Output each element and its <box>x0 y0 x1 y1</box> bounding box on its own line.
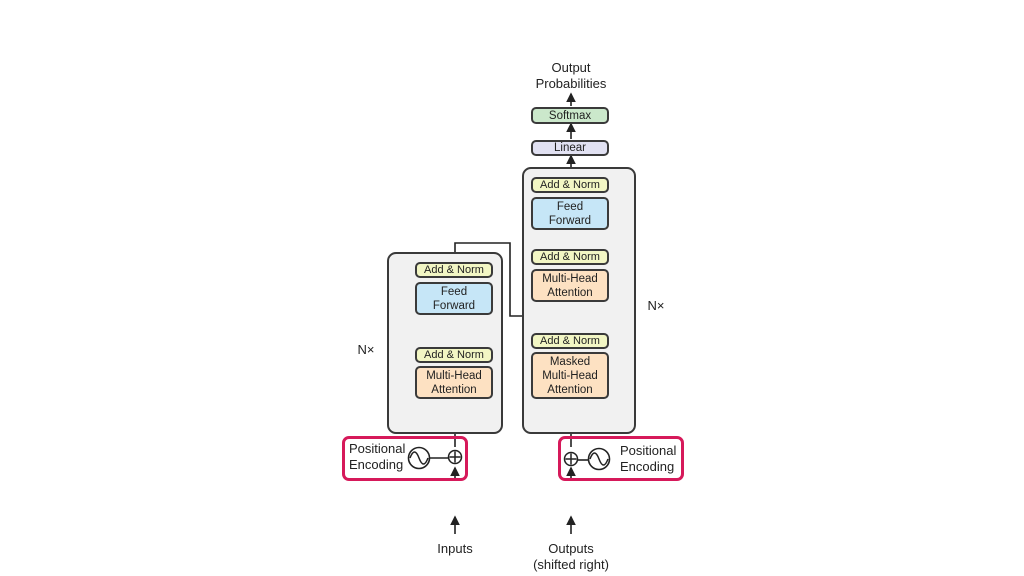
plus-circle-icon <box>447 449 463 465</box>
sine-wave-icon <box>407 446 431 470</box>
decoder-masked-multi-head-attention: Masked Multi-Head Attention <box>531 352 609 399</box>
encoder-stack <box>387 252 503 434</box>
encoder-positional-encoding-box <box>342 436 468 481</box>
decoder-add-norm-middle: Add & Norm <box>531 249 609 265</box>
encoder-nx-label: N× <box>357 342 375 357</box>
encoder-positional-encoding-label: Positional Encoding <box>349 441 406 472</box>
linear-block: Linear <box>531 140 609 156</box>
sine-wave-icon <box>587 447 611 471</box>
inputs-label: Inputs <box>437 541 473 556</box>
decoder-add-norm-bottom: Add & Norm <box>531 333 609 349</box>
output-probabilities-label: Output Probabilities <box>535 60 607 91</box>
encoder-multi-head-attention: Multi-Head Attention <box>415 366 493 399</box>
decoder-pe-connector <box>578 459 588 461</box>
decoder-nx-label: N× <box>647 298 665 313</box>
encoder-feed-forward: Feed Forward <box>415 282 493 315</box>
decoder-positional-encoding-box <box>558 436 684 481</box>
decoder-add-norm-top: Add & Norm <box>531 177 609 193</box>
softmax-block: Softmax <box>531 107 609 124</box>
decoder-multi-head-attention: Multi-Head Attention <box>531 269 609 302</box>
encoder-pe-connector <box>430 457 448 459</box>
outputs-label: Outputs (shifted right) <box>533 541 609 572</box>
encoder-add-norm-bottom: Add & Norm <box>415 347 493 363</box>
decoder-positional-encoding-label: Positional Encoding <box>620 443 677 474</box>
encoder-add-norm-top: Add & Norm <box>415 262 493 278</box>
plus-circle-icon <box>563 451 579 467</box>
decoder-feed-forward: Feed Forward <box>531 197 609 230</box>
